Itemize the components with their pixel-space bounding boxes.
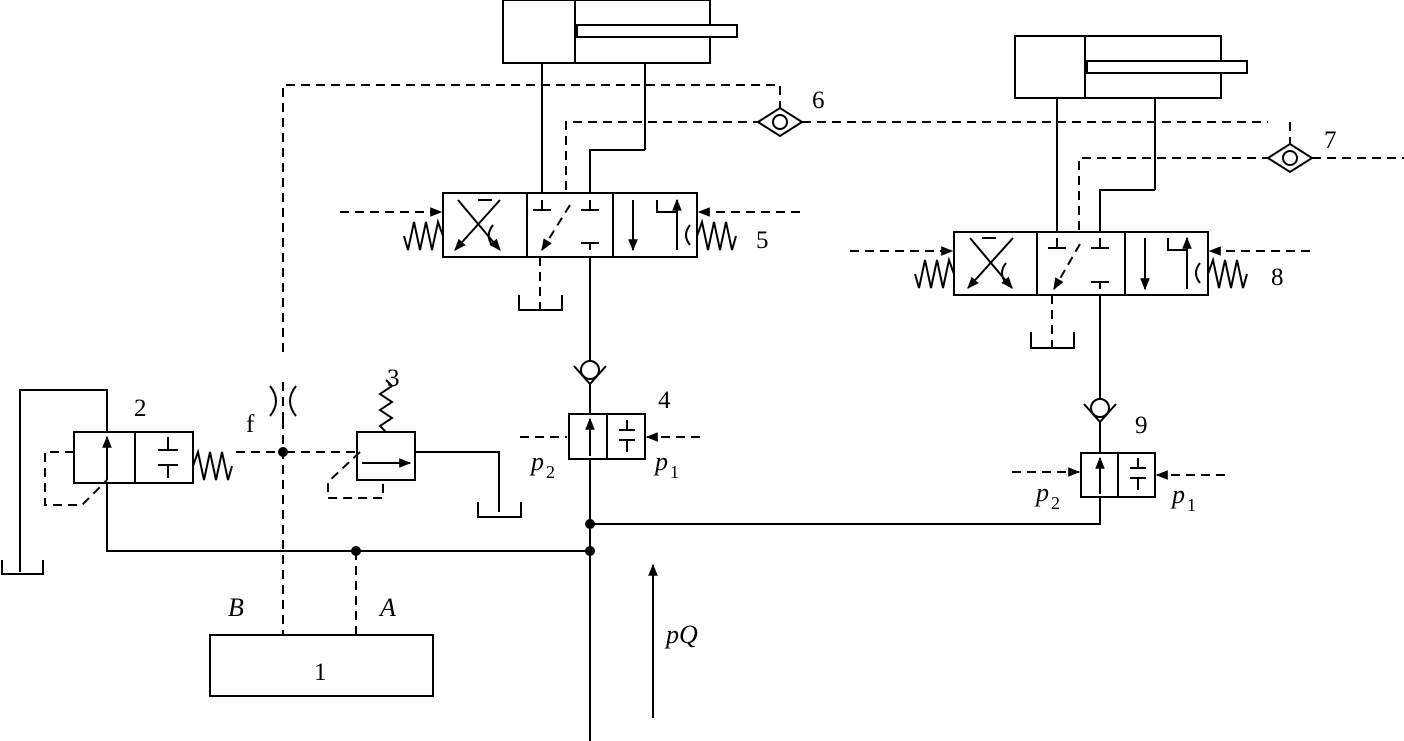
label-6: 6: [812, 87, 825, 114]
svg-text:2: 2: [1051, 493, 1060, 513]
svg-text:p: p: [1034, 478, 1049, 507]
label-8: 8: [1271, 264, 1284, 291]
controller-box-1: [209, 634, 434, 697]
svg-text:p: p: [1170, 480, 1185, 509]
label-port-b: B: [228, 593, 244, 622]
relief-valve-3: [286, 379, 522, 518]
label-p1-valve-9: p 1: [1170, 480, 1196, 515]
junction-dot-icon: [351, 546, 361, 556]
pressure-lines: [106, 257, 1101, 741]
cylinder-a: [502, 0, 738, 200]
label-7: 7: [1324, 127, 1337, 154]
compensator-valve-9: [1012, 452, 1225, 498]
svg-text:2: 2: [546, 462, 555, 482]
junction-dot-icon: [278, 447, 288, 457]
label-2: 2: [134, 395, 147, 422]
directional-valve-8: [850, 231, 1310, 349]
shuttle-valve-6: [282, 84, 1268, 352]
label-p2-valve-4: p 2: [529, 447, 555, 482]
pressure-valve-2: [1, 389, 280, 575]
cylinder-b: [1014, 35, 1248, 232]
label-orifice: f: [246, 411, 255, 438]
svg-text:1: 1: [1187, 495, 1196, 515]
check-valve-icon: [573, 360, 607, 386]
label-p1-valve-4: p 1: [653, 447, 679, 482]
label-flow: pQ: [664, 620, 698, 649]
label-5: 5: [756, 227, 769, 254]
label-p2-valve-9: p 2: [1034, 478, 1060, 513]
shuttle-valve-7: [1078, 122, 1404, 230]
svg-text:1: 1: [670, 462, 679, 482]
compensator-valve-4: [520, 413, 700, 460]
label-3: 3: [387, 365, 400, 392]
orifice-f: [269, 382, 297, 420]
check-valve-icon: [1083, 398, 1117, 424]
junction-dot-icon: [585, 519, 595, 529]
label-1: 1: [314, 659, 327, 686]
svg-text:p: p: [653, 447, 668, 476]
junction-dot-icon: [585, 546, 595, 556]
label-4: 4: [658, 387, 671, 414]
label-9: 9: [1135, 412, 1148, 439]
directional-valve-5: [340, 192, 800, 311]
svg-text:p: p: [529, 447, 544, 476]
label-port-a: A: [378, 593, 396, 622]
